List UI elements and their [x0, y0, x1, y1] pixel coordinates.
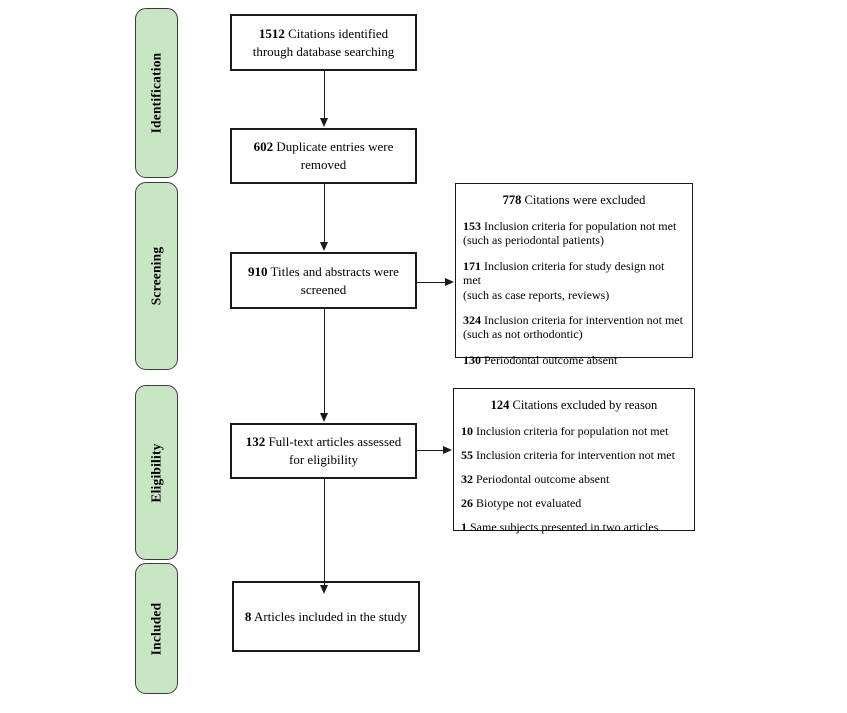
exclusion-reason-outcome-absent: 130 Periodontal outcome absent	[463, 352, 618, 367]
exclusion-box-eligibility: 124 Citations excluded by reason 10 Incl…	[453, 388, 695, 534]
stage-identification: Identification	[135, 8, 178, 178]
flow-box-fulltext-assessed: 132 Full-text articles assessed for elig…	[230, 423, 417, 479]
arrow-identified-to-duplicates-line	[324, 71, 326, 118]
count-fulltext-assessed: 132	[245, 434, 266, 450]
arrow-fulltext-to-excluded-head	[443, 446, 452, 454]
exclusion-box-screening-title: 778 Citations were excluded	[502, 193, 646, 207]
arrow-fulltext-to-excluded-line	[417, 450, 443, 452]
flow-box-articles-included-text: 8 Articles included in the study	[244, 608, 408, 624]
flow-box-duplicates-removed-text: 602 Duplicate entries were removed	[253, 139, 394, 172]
flow-box-duplicates-removed: 602 Duplicate entries were removed	[230, 128, 417, 184]
count-duplicates-removed: 602	[253, 139, 274, 155]
arrow-duplicates-to-screened-line	[324, 184, 326, 242]
flow-box-titles-screened: 910 Titles and abstracts were screened	[230, 252, 417, 309]
exclusion-reason-intervention-2: 55 Inclusion criteria for intervention n…	[461, 447, 675, 462]
arrow-screened-to-excluded-line	[417, 282, 445, 284]
arrow-screened-to-fulltext-line	[324, 309, 326, 413]
stage-included: Included	[135, 563, 178, 694]
arrow-screened-to-excluded-head	[445, 278, 454, 286]
flow-box-titles-screened-text: 910 Titles and abstracts were screened	[248, 263, 399, 297]
arrow-screened-to-fulltext-head	[320, 413, 328, 422]
count-citations-identified: 1512	[258, 25, 285, 41]
exclusion-box-screening: 778 Citations were excluded 153 Inclusio…	[455, 183, 693, 367]
flow-box-citations-identified: 1512 Citations identified through databa…	[230, 14, 417, 71]
count-citations-excluded-by-reason: 124	[490, 398, 510, 412]
flow-box-citations-identified-text: 1512 Citations identified through databa…	[252, 25, 395, 59]
arrow-duplicates-to-screened-head	[320, 242, 328, 251]
flow-box-fulltext-assessed-text: 132 Full-text articles assessed for elig…	[245, 434, 402, 467]
count-titles-screened: 910	[248, 263, 268, 279]
exclusion-reason-population-2: 10 Inclusion criteria for population not…	[461, 424, 669, 438]
count-citations-excluded: 778	[502, 193, 522, 207]
stage-screening-label: Screening	[148, 246, 164, 306]
count-articles-included: 8	[244, 608, 252, 624]
exclusion-reason-intervention: 324 Inclusion criteria for intervention …	[463, 312, 683, 342]
stage-eligibility-label: Eligibility	[148, 442, 164, 503]
arrow-fulltext-to-included-line	[324, 479, 326, 585]
stage-eligibility: Eligibility	[135, 385, 178, 560]
exclusion-box-eligibility-title: 124 Citations excluded by reason	[490, 398, 658, 412]
arrow-fulltext-to-included-head	[320, 585, 328, 594]
exclusion-reason-population: 153 Inclusion criteria for population no…	[463, 219, 677, 248]
exclusion-reason-study-design: 171 Inclusion criteria for study design …	[463, 258, 665, 302]
stage-screening: Screening	[135, 182, 178, 370]
exclusion-reason-biotype: 26 Biotype not evaluated	[461, 495, 582, 510]
stage-included-label: Included	[148, 602, 164, 655]
exclusion-reason-same-subjects: 1 Same subjects presented in two article…	[461, 519, 659, 534]
arrow-identified-to-duplicates-head	[320, 118, 328, 127]
stage-identification-label: Identification	[148, 52, 164, 134]
exclusion-reason-outcome-absent-2: 32 Periodontal outcome absent	[461, 471, 610, 486]
